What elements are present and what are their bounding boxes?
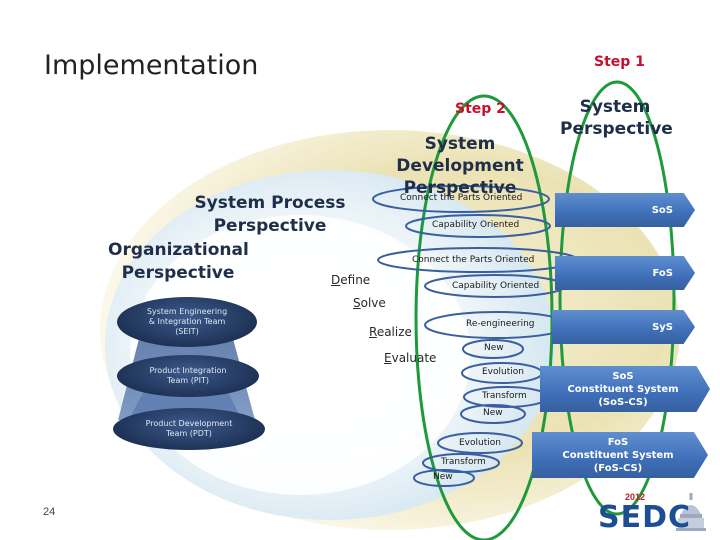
arrow-fos-cs-line3: (FoS-CS) (593, 462, 643, 474)
phase-realize: Realize (369, 325, 412, 339)
team-seit-line1: System Engineering (146, 307, 228, 316)
team-seit: System Engineering & Integration Team (S… (117, 297, 257, 347)
step2-label: Step 2 (455, 101, 506, 117)
team-pit-line2: Team (PIT) (167, 376, 209, 385)
oval-new-3: New (433, 472, 453, 482)
phase-define-initial: D (331, 273, 341, 287)
oval-connect-1: Connect the Parts Oriented (400, 193, 523, 203)
team-seit-line2: & Integration Team (148, 317, 226, 326)
arrow-sos-cs-line1: SoS (612, 370, 634, 382)
logo-year: 2012 (625, 492, 646, 502)
process-perspective: System Process Perspective (190, 192, 350, 238)
phase-evaluate: Evaluate (384, 351, 436, 365)
arrow-sos-cs-line3: (SoS-CS) (598, 396, 648, 408)
logo-name: SEDC (598, 500, 692, 535)
phase-define-rest: efine (340, 273, 371, 287)
phase-evaluate-initial: E (384, 351, 392, 365)
step1-outline (558, 80, 676, 516)
oval-reengineering: Re-engineering (466, 319, 535, 329)
arrow-sys-label: SyS (652, 321, 673, 333)
arrow-fos-label: FoS (652, 267, 674, 279)
organizational-perspective-line2: Perspective (121, 263, 235, 283)
development-perspective-line1: System Development (396, 134, 524, 176)
oval-capability-1: Capability Oriented (432, 220, 520, 230)
page-title: Implementation (44, 50, 259, 81)
team-pdt-line1: Product Development (145, 419, 233, 428)
system-perspective-line2: Perspective (560, 119, 673, 139)
oval-transform-1: Transform (482, 391, 527, 401)
team-pit: Product Integration Team (PIT) (117, 355, 259, 397)
capitol-dome-icon (676, 493, 706, 531)
phase-realize-rest: ealize (376, 325, 412, 339)
oval-connect-2: Connect the Parts Oriented (412, 255, 535, 265)
oval-new-1: New (484, 343, 504, 353)
development-perspective: System Development Perspective (362, 133, 558, 199)
system-perspective-line1: System (579, 97, 651, 117)
phase-solve-initial: S (353, 296, 361, 310)
arrow-fos-cs-line2: Constituent System (562, 449, 674, 461)
organizational-perspective: Organizational Perspective (108, 239, 249, 285)
arrow-sos-cs-line2: Constituent System (567, 383, 679, 395)
phase-solve-rest: olve (360, 296, 386, 310)
oval-evolution-2: Evolution (459, 438, 501, 448)
oval-new-2: New (483, 408, 503, 418)
team-seit-line3: (SEIT) (175, 327, 199, 336)
arrow-sys: SyS (552, 310, 695, 344)
oval-transform-2: Transform (441, 457, 486, 467)
process-perspective-line2: Perspective (213, 216, 327, 236)
organizational-perspective-line1: Organizational (108, 240, 249, 260)
arrow-sos: SoS (555, 193, 695, 227)
team-pdt: Product Development Team (PDT) (113, 408, 265, 450)
arrow-fos-cs-line1: FoS (607, 436, 629, 448)
arrow-fos: FoS (555, 256, 695, 290)
arrow-sos-cs: SoS Constituent System (SoS-CS) (540, 366, 710, 412)
phase-realize-initial: R (369, 325, 377, 339)
oval-evolution-1: Evolution (482, 367, 524, 377)
page-number: 24 (43, 506, 56, 518)
team-pdt-line2: Team (PDT) (166, 429, 212, 438)
process-perspective-line1: System Process (194, 193, 346, 213)
development-perspective-line2: Perspective (403, 178, 517, 198)
oval-capability-2: Capability Oriented (452, 281, 540, 291)
arrow-sos-label: SoS (651, 204, 673, 216)
team-pit-line1: Product Integration (149, 366, 227, 375)
phase-evaluate-rest: valuate (391, 351, 437, 365)
arrow-fos-cs: FoS Constituent System (FoS-CS) (532, 432, 708, 478)
phase-define: Define (331, 273, 370, 287)
system-perspective: System Perspective (560, 96, 673, 140)
step1-label: Step 1 (594, 54, 645, 70)
phase-solve: Solve (353, 296, 386, 310)
